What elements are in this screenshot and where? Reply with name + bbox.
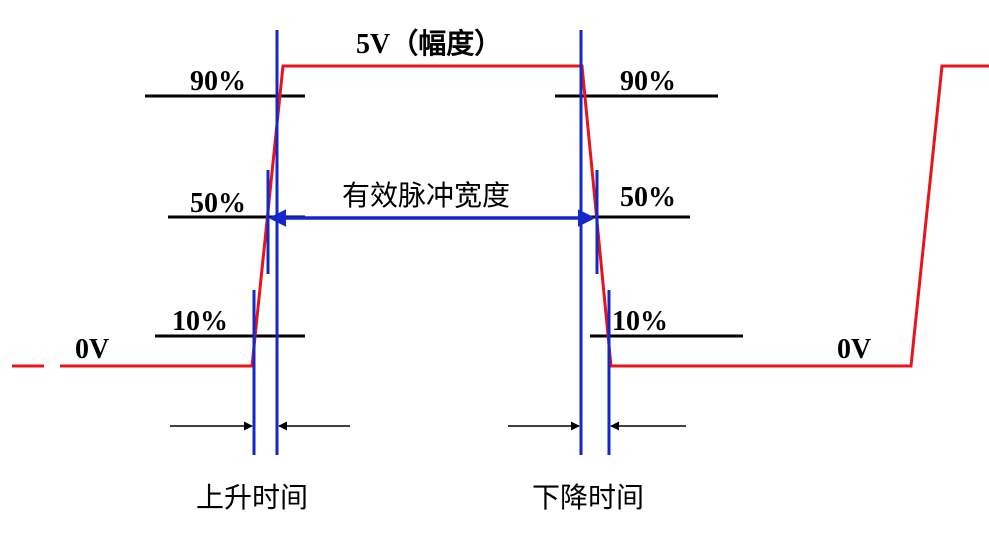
amplitude-label: 5V（幅度）: [356, 27, 502, 60]
fall-90-label: 90%: [620, 66, 676, 97]
zero-volt-left-label: 0V: [75, 334, 109, 365]
pulse-signal: [12, 64, 989, 368]
pulse-width-label: 有效脉冲宽度: [342, 179, 510, 212]
rise-10-label: 10%: [172, 306, 228, 337]
rise-50-label: 50%: [190, 188, 246, 219]
zero-volt-right-label: 0V: [837, 334, 871, 365]
fall-50-label: 50%: [620, 182, 676, 213]
fall-time-label: 下降时间: [532, 481, 644, 514]
fall-10-label: 10%: [612, 306, 668, 337]
rise-90-label: 90%: [190, 66, 246, 97]
rise-time-label: 上升时间: [196, 481, 308, 514]
marker-lines: [252, 30, 611, 455]
